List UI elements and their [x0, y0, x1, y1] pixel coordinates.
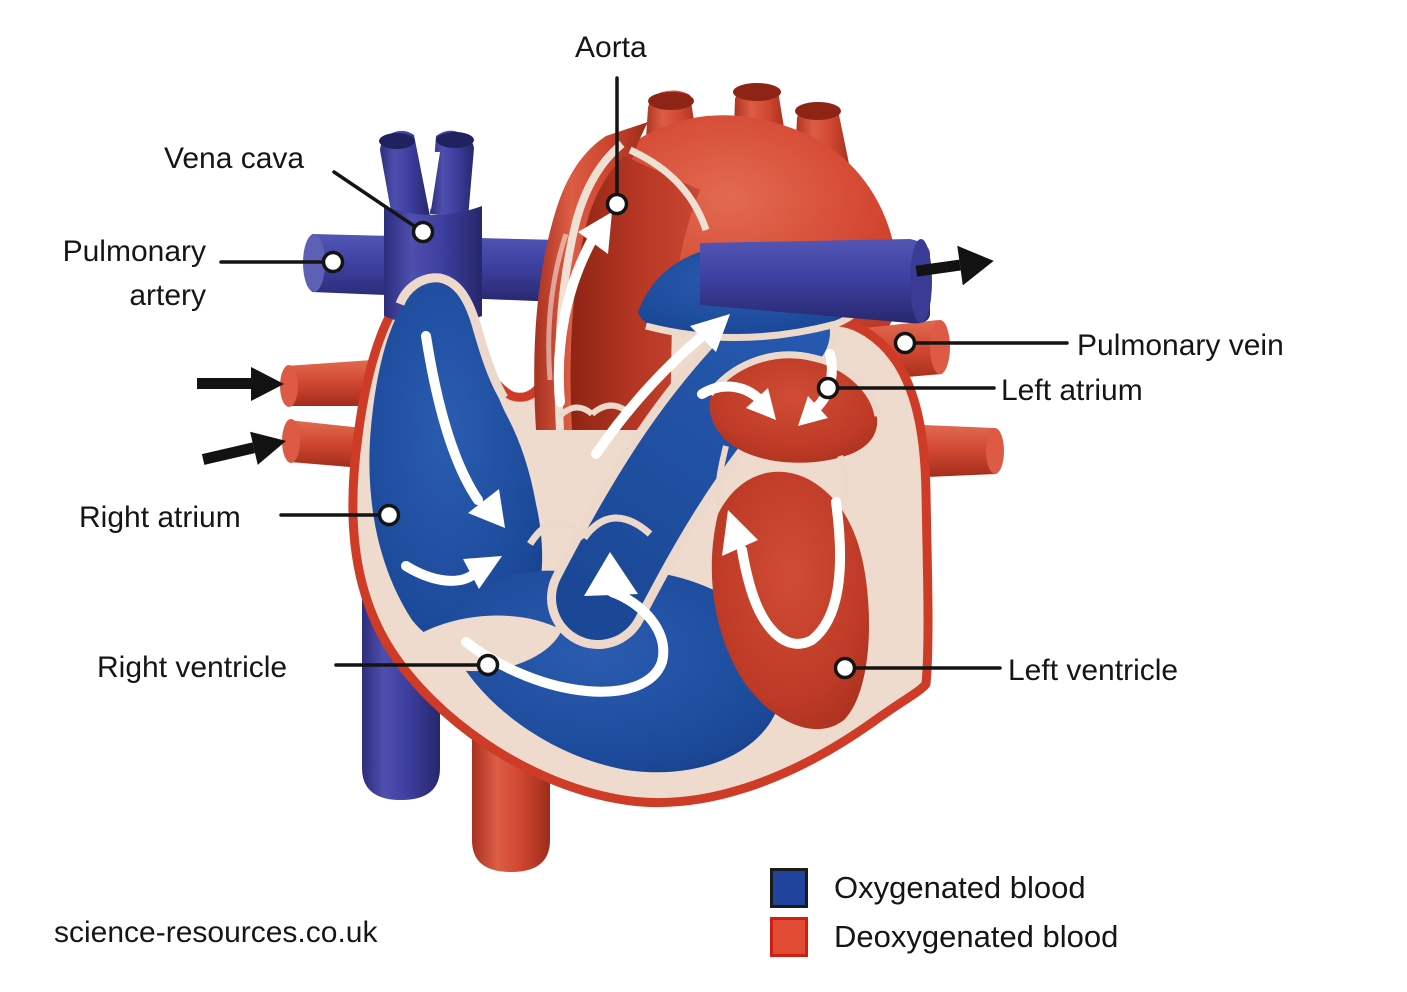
label-left-atrium: Left atrium — [1001, 374, 1143, 407]
tricuspid-valve-lines — [527, 514, 653, 546]
label-vena-cava: Vena cava — [164, 142, 305, 175]
legend-deoxygenated-label: Deoxygenated blood — [834, 919, 1119, 954]
flow-in-arrow-upper — [197, 367, 284, 401]
legend-row-deoxygenated: Deoxygenated blood — [770, 917, 1118, 957]
label-left-ventricle: Left ventricle — [1008, 654, 1179, 687]
label-pulmonary-artery: Pulmonary artery — [40, 230, 206, 318]
oxygenated-swatch — [770, 868, 808, 908]
blood-in-out-arrows — [197, 245, 994, 465]
legend-oxygenated-label: Oxygenated blood — [834, 870, 1086, 905]
label-pulmonary-artery-line2: artery — [129, 279, 206, 312]
pulmonary-artery-tube-right — [700, 239, 932, 324]
left-pulmonary-vein-stubs — [280, 360, 379, 468]
label-pulmonary-vein: Pulmonary vein — [1077, 329, 1284, 362]
label-anchor-dots — [321, 192, 917, 680]
label-right-ventricle: Right ventricle — [97, 651, 288, 684]
label-right-atrium: Right atrium — [79, 501, 241, 534]
vena-cava-branches — [379, 130, 474, 228]
label-pulmonary-artery-line1: Pulmonary — [62, 235, 206, 268]
label-aorta: Aorta — [575, 31, 647, 64]
flow-in-arrow-lower — [201, 431, 287, 465]
atrioventricular-fold — [416, 615, 562, 672]
label-leader-lines — [219, 76, 1069, 670]
blood-flow-arrows — [401, 212, 846, 697]
legend: Oxygenated blood Deoxygenated blood — [770, 868, 1118, 957]
deoxygenated-swatch — [770, 917, 808, 957]
watermark: science-resources.co.uk — [54, 916, 378, 949]
legend-row-oxygenated: Oxygenated blood — [770, 868, 1118, 908]
flow-out-arrow — [915, 245, 994, 286]
